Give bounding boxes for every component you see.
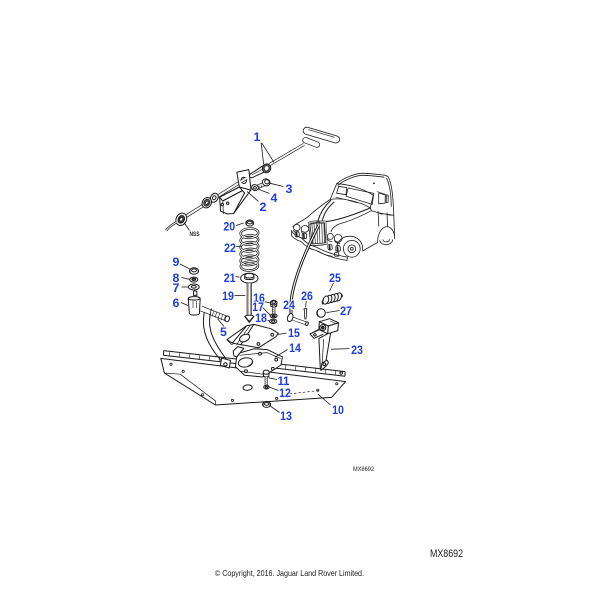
svg-text:11: 11 [278, 374, 290, 388]
svg-text:16: 16 [253, 291, 265, 305]
svg-text:21: 21 [224, 271, 236, 285]
svg-text:© Copyright, 2016. Jaguar Land: © Copyright, 2016. Jaguar Land Rover Lim… [215, 568, 364, 578]
svg-text:20: 20 [223, 220, 235, 234]
svg-text:25: 25 [329, 271, 341, 285]
svg-text:8: 8 [173, 271, 180, 285]
svg-text:NSS: NSS [190, 231, 201, 238]
svg-text:4: 4 [271, 191, 278, 205]
svg-text:5: 5 [220, 325, 227, 339]
svg-text:13: 13 [280, 409, 292, 423]
svg-text:19: 19 [222, 289, 234, 303]
svg-text:26: 26 [301, 289, 313, 303]
svg-text:MX8692: MX8692 [353, 466, 374, 473]
svg-text:MX8692: MX8692 [430, 548, 463, 560]
svg-text:14: 14 [289, 341, 301, 355]
svg-text:12: 12 [279, 386, 291, 400]
svg-text:9: 9 [173, 255, 180, 269]
svg-text:10: 10 [332, 403, 344, 417]
svg-text:18: 18 [255, 311, 267, 325]
svg-text:27: 27 [340, 304, 352, 318]
svg-text:24: 24 [283, 298, 295, 312]
svg-text:7: 7 [173, 281, 180, 295]
svg-text:3: 3 [286, 182, 293, 196]
svg-text:23: 23 [351, 343, 363, 357]
svg-text:6: 6 [173, 296, 180, 310]
svg-text:15: 15 [288, 326, 300, 340]
svg-text:22: 22 [224, 241, 236, 255]
svg-text:1: 1 [254, 130, 261, 144]
svg-text:17: 17 [252, 300, 264, 314]
svg-text:2: 2 [260, 200, 267, 214]
